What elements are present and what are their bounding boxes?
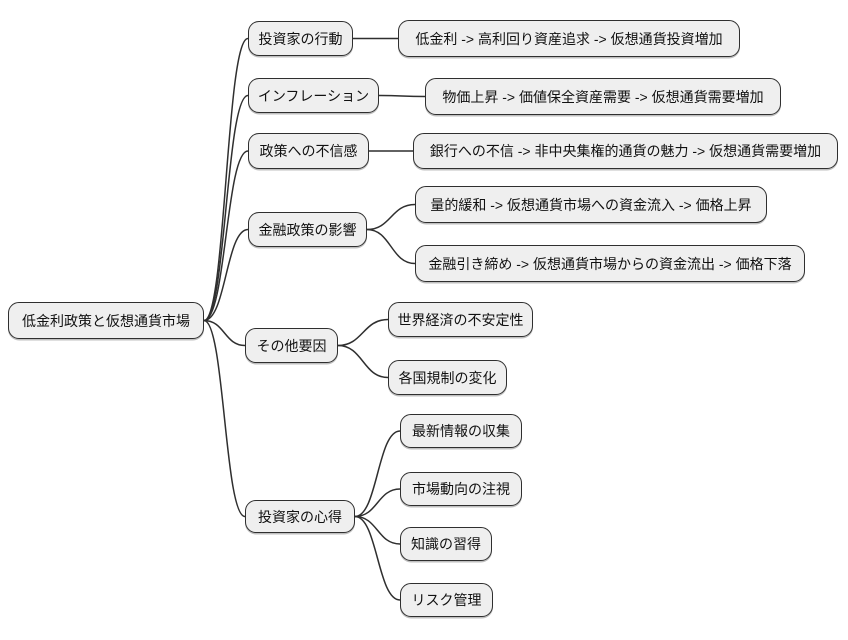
mindmap-node-c5a: 世界経済の不安定性 bbox=[388, 302, 533, 337]
mindmap-edge-root-b3 bbox=[203, 150, 249, 322]
mindmap-edge-root-b4 bbox=[203, 228, 249, 322]
mindmap-node-b3: 政策への不信感 bbox=[248, 133, 369, 169]
mindmap-edge-b6-c6a bbox=[354, 430, 401, 518]
mindmap-node-b2: インフレーション bbox=[248, 78, 379, 113]
mindmap-node-root: 低金利政策と仮想通貨市場 bbox=[8, 302, 204, 339]
mindmap-node-c4a: 量的緩和 -> 仮想通貨市場への資金流入 -> 価格上昇 bbox=[415, 186, 767, 223]
mindmap-edge-b4-c4a bbox=[366, 203, 416, 231]
mindmap-node-b1: 投資家の行動 bbox=[248, 21, 353, 56]
mindmap-edge-root-b2 bbox=[203, 94, 249, 322]
mindmap-edge-b4-c4b bbox=[366, 228, 416, 265]
mindmap-edge-root-b6 bbox=[203, 319, 246, 518]
mindmap-edge-root-b5 bbox=[203, 319, 246, 347]
mindmap-edge-b5-c5b bbox=[337, 344, 389, 379]
mindmap-node-c6a: 最新情報の収集 bbox=[400, 414, 522, 448]
mindmap-node-c4b: 金融引き締め -> 仮想通貨市場からの資金流出 -> 価格下落 bbox=[415, 245, 805, 282]
mindmap-node-c3: 銀行への不信 -> 非中央集権的通貨の魅力 -> 仮想通貨需要増加 bbox=[413, 133, 838, 169]
mindmap-edge-b6-c6c bbox=[354, 515, 401, 545]
mindmap-node-c2: 物価上昇 -> 価値保全資産需要 -> 仮想通貨需要増加 bbox=[425, 78, 781, 115]
mindmap-node-c5b: 各国規制の変化 bbox=[388, 360, 507, 395]
mindmap-edge-b6-c6b bbox=[354, 488, 401, 518]
mindmap-node-c6b: 市場動向の注視 bbox=[400, 472, 522, 506]
mindmap-edge-root-b1 bbox=[203, 37, 249, 322]
mindmap-node-c6d: リスク管理 bbox=[400, 583, 493, 617]
mindmap-edge-b2-c2 bbox=[378, 94, 426, 98]
mindmap-node-b4: 金融政策の影響 bbox=[248, 212, 367, 247]
mindmap-edge-b5-c5a bbox=[337, 318, 389, 347]
mindmap-node-b5: その他要因 bbox=[245, 328, 338, 363]
mindmap-node-b6: 投資家の心得 bbox=[245, 500, 355, 533]
mindmap-edge-b6-c6d bbox=[354, 515, 401, 601]
mindmap-node-c1: 低金利 -> 高利回り資産追求 -> 仮想通貨投資増加 bbox=[398, 20, 740, 57]
mindmap-node-c6c: 知識の習得 bbox=[400, 527, 492, 561]
